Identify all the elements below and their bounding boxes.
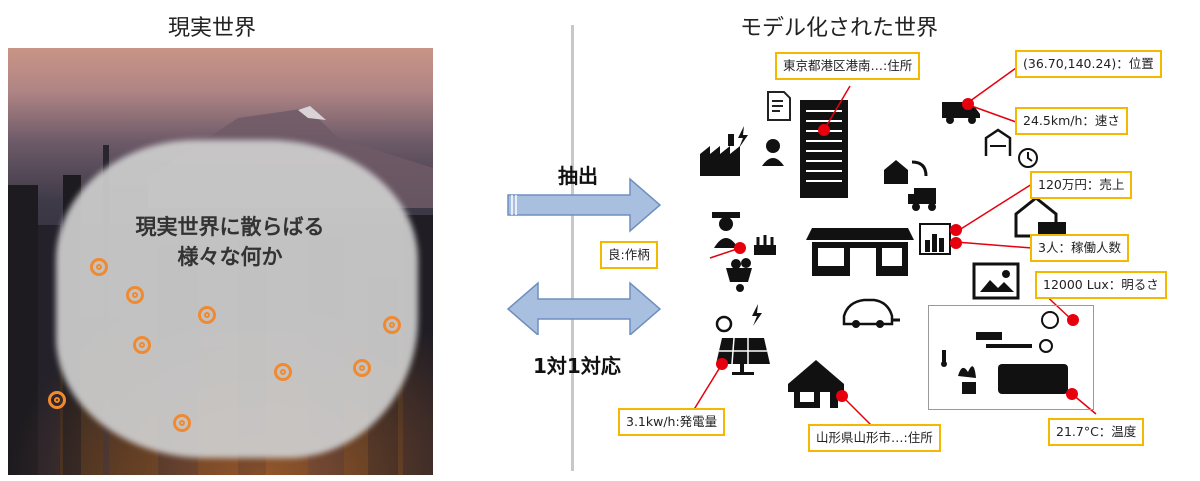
label-speed: 24.5km/h：速さ — [1015, 107, 1128, 135]
label-power: 3.1kw/h:発電量 — [618, 408, 726, 436]
store-icon — [806, 228, 914, 276]
label-position: (36.70,140.24)：位置 — [1015, 50, 1162, 78]
worker-icon — [762, 139, 784, 166]
icon-layer — [690, 67, 1097, 427]
car-charging-icon — [842, 298, 900, 328]
label-brightness: 12000 Lux：明るさ — [1035, 271, 1167, 299]
marker-ring-icon — [198, 306, 216, 324]
marker-home — [836, 390, 848, 402]
real-world-title: 現実世界 — [168, 16, 257, 41]
marker-solar — [716, 358, 728, 370]
home-icon — [788, 360, 844, 408]
picture-icon — [972, 262, 1020, 300]
cloud-caption-line2: 様々な何か — [177, 245, 283, 269]
marker-farmer — [734, 242, 746, 254]
building-icon — [800, 100, 848, 198]
marker-chart-sales — [950, 224, 962, 236]
marker-ring-icon — [90, 258, 108, 276]
marker-ring-icon — [173, 414, 191, 432]
marker-ring-icon — [133, 336, 151, 354]
marker-building — [818, 124, 830, 136]
label-address-tokyo: 東京都港区港南…:住所 — [775, 52, 921, 80]
label-workers: 3人：稼働人数 — [1030, 234, 1129, 262]
extract-label: 抽出 — [558, 164, 598, 188]
living-room-icon — [941, 311, 1068, 394]
marker-ring-icon — [48, 391, 66, 409]
cloud-caption-line1: 現実世界に散らばる — [135, 215, 325, 239]
correspondence-arrow — [506, 281, 662, 335]
solar-panel-icon — [715, 304, 770, 375]
label-address-yamagata: 山形県山形市…:住所 — [808, 424, 941, 452]
cloud-overlay — [56, 140, 418, 458]
marker-ring-icon — [126, 286, 144, 304]
extract-arrow — [507, 177, 662, 233]
factory-icon — [700, 126, 748, 176]
marker-temperature — [1066, 388, 1078, 400]
label-crop: 良:作柄 — [600, 241, 658, 269]
arrows — [506, 177, 662, 335]
label-sales: 120万円：売上 — [1030, 171, 1133, 199]
truck-icon — [942, 102, 980, 124]
city-photo — [8, 48, 433, 475]
chart-icon — [919, 223, 951, 255]
house-icon — [1014, 196, 1066, 238]
document-icon — [767, 91, 791, 121]
modeled-world-title: モデル化された世界 — [740, 16, 939, 41]
living-room-frame — [928, 305, 1094, 410]
cloud-caption: 現実世界に散らばる 様々な何か — [60, 212, 400, 272]
marker-ring-icon — [383, 316, 401, 334]
harvest-cart-icon — [726, 258, 752, 292]
label-temperature: 21.7°C：温度 — [1048, 418, 1145, 446]
house-return-icon — [884, 160, 928, 184]
divider — [571, 25, 574, 471]
marker-ring-icon — [353, 359, 371, 377]
warehouse-icon — [984, 128, 1012, 156]
farmer-icon — [712, 212, 740, 248]
marker-chart-workers — [950, 237, 962, 249]
marker-brightness — [1067, 314, 1079, 326]
sprouts-icon — [754, 235, 776, 255]
delivery-truck-icon — [908, 188, 936, 211]
marker-truck-position — [962, 98, 974, 110]
clock-icon — [1018, 148, 1038, 168]
marker-ring-icon — [274, 363, 292, 381]
correspondence-label: 1対1対応 — [533, 354, 621, 378]
